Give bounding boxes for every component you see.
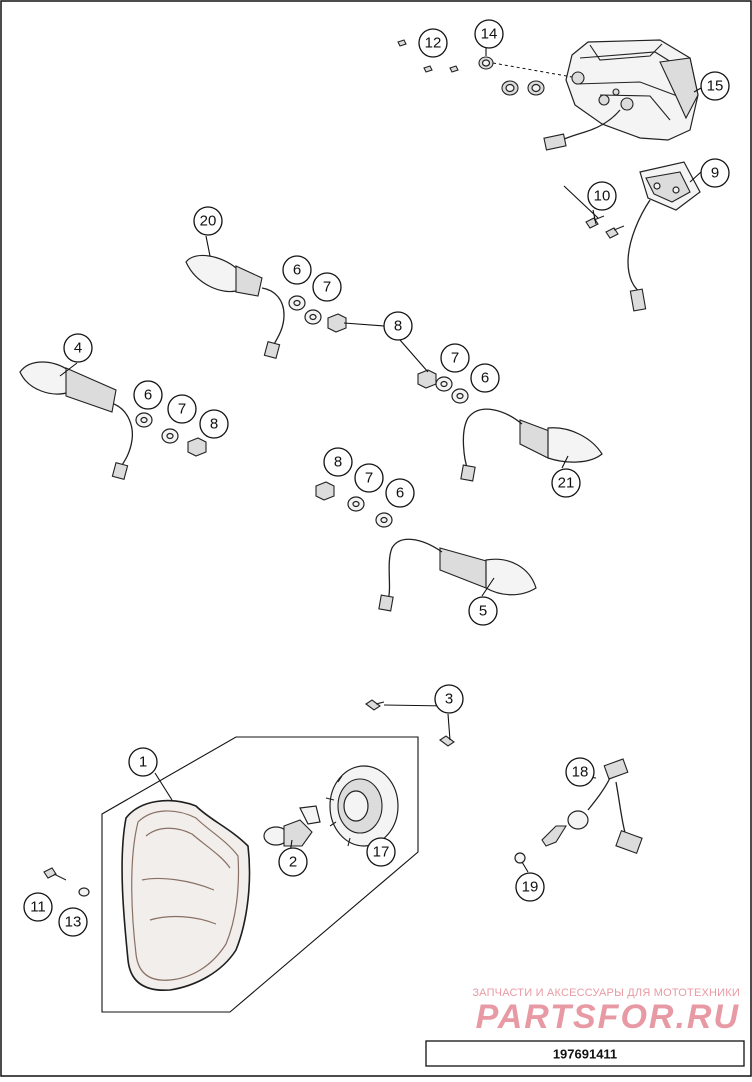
- svg-text:6: 6: [396, 485, 404, 502]
- turn-signal-front-left: [185, 254, 285, 359]
- svg-text:7: 7: [451, 350, 459, 367]
- svg-text:6: 6: [144, 387, 152, 404]
- svg-text:17: 17: [373, 844, 390, 861]
- watermark-tagline: ЗАПЧАСТИ И АКСЕССУАРЫ ДЛЯ МОТОТЕХНИКИ: [472, 987, 740, 999]
- leader-lines: [59, 48, 702, 873]
- callout-2: 2: [278, 847, 308, 877]
- drawing-number: 197691411: [553, 1047, 617, 1062]
- parking-light-socket: [514, 758, 643, 864]
- turn-signal-front-right: [460, 408, 603, 482]
- callout-3: 3: [434, 684, 464, 714]
- svg-text:18: 18: [572, 764, 589, 781]
- mount-hardware-left: [135, 412, 207, 457]
- callout-7: 7: [440, 343, 470, 373]
- svg-text:1: 1: [139, 754, 147, 771]
- callout-9: 9: [700, 158, 730, 188]
- callout-6: 6: [133, 380, 163, 410]
- turn-signal-rear-right: [378, 538, 537, 612]
- screw-set-10: [585, 215, 625, 239]
- callout-13: 13: [58, 907, 88, 937]
- mount-hardware-right: [417, 369, 469, 404]
- callout-6: 6: [282, 255, 312, 285]
- assembly-outline-1: [101, 736, 419, 1013]
- callout-7: 7: [312, 272, 342, 302]
- callout-4: 4: [63, 333, 93, 363]
- svg-text:7: 7: [323, 279, 331, 296]
- svg-text:10: 10: [594, 188, 611, 205]
- headlight-dust-cover: [325, 765, 399, 847]
- turn-signal-rear-left: [19, 361, 134, 480]
- callout-12: 12: [418, 28, 448, 58]
- callout-8: 8: [323, 447, 353, 477]
- callout-17: 17: [366, 837, 396, 867]
- license-plate-lamp: [627, 161, 701, 312]
- svg-text:11: 11: [30, 899, 46, 916]
- grommet-set: [478, 56, 573, 96]
- callout-5: 5: [468, 596, 498, 626]
- svg-text:12: 12: [425, 35, 442, 52]
- svg-text:19: 19: [522, 879, 539, 896]
- watermark-brand: PARTSFOR.RU: [476, 998, 740, 1036]
- callout-15: 15: [700, 71, 730, 101]
- drawing-number-box: 197691411: [425, 1040, 745, 1067]
- callout-8: 8: [199, 409, 229, 439]
- callout-11: 11: [23, 892, 53, 922]
- callout-6: 6: [385, 478, 415, 508]
- svg-text:7: 7: [178, 401, 186, 418]
- svg-text:20: 20: [200, 213, 217, 230]
- instrument-cluster: [543, 39, 699, 151]
- screw-washer-11-13: [43, 867, 90, 897]
- callout-1: 1: [128, 747, 158, 777]
- callout-14: 14: [474, 19, 504, 49]
- svg-text:14: 14: [481, 26, 498, 43]
- svg-text:4: 4: [74, 340, 82, 357]
- callout-19: 19: [515, 872, 545, 902]
- callout-8: 8: [383, 311, 413, 341]
- callout-18: 18: [565, 757, 595, 787]
- svg-text:8: 8: [210, 416, 218, 433]
- svg-text:8: 8: [394, 318, 402, 335]
- svg-text:6: 6: [293, 262, 301, 279]
- svg-text:9: 9: [711, 165, 719, 182]
- callout-7: 7: [354, 463, 384, 493]
- headlight-bulb: [263, 805, 321, 847]
- svg-text:7: 7: [365, 470, 373, 487]
- svg-text:15: 15: [707, 78, 724, 95]
- headlight-housing: [121, 799, 251, 991]
- screw-set-3: [365, 699, 455, 747]
- screw-set-12: [397, 39, 459, 73]
- callout-10: 10: [587, 181, 617, 211]
- callout-21: 21: [551, 468, 581, 498]
- svg-text:3: 3: [445, 691, 453, 708]
- watermark-logo: ЗАПЧАСТИ И АКСЕССУАРЫ ДЛЯ МОТОТЕХНИКИ PA…: [472, 987, 740, 1036]
- svg-text:6: 6: [481, 370, 489, 387]
- svg-text:8: 8: [334, 454, 342, 471]
- callout-6: 6: [470, 363, 500, 393]
- svg-text:21: 21: [558, 475, 575, 492]
- svg-text:5: 5: [479, 603, 487, 620]
- callout-20: 20: [193, 206, 223, 236]
- svg-text:2: 2: [289, 854, 297, 871]
- svg-text:13: 13: [65, 914, 82, 931]
- callout-7: 7: [167, 394, 197, 424]
- mount-hardware-upper: [288, 295, 347, 333]
- mount-hardware-lower: [315, 481, 393, 528]
